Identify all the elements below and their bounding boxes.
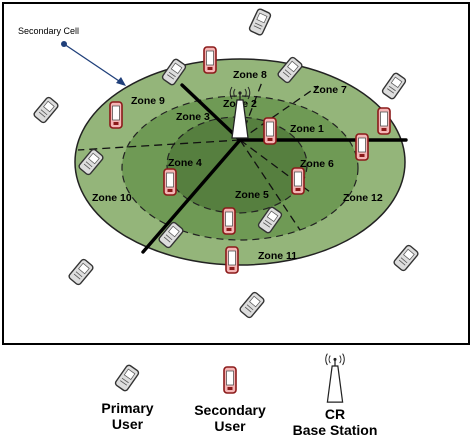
primary-user-icon [238, 290, 266, 320]
legend-primary-user: Primary User [80, 400, 175, 432]
primary-user-icon [392, 243, 420, 273]
legend-secondary-user-icon [223, 366, 237, 394]
secondary-user-icon [291, 167, 305, 195]
arrow-head [116, 77, 126, 86]
secondary-cell-label: Secondary Cell [18, 26, 79, 36]
zone-8-label: Zone 8 [233, 69, 267, 81]
secondary-user-icon [222, 207, 236, 235]
legend-primary-user-line2: User [111, 416, 144, 432]
secondary-user-icon [203, 46, 217, 74]
zone-4-label: Zone 4 [168, 157, 202, 169]
secondary-user-icon [355, 133, 369, 161]
legend-secondary-user: Secondary User [180, 402, 280, 434]
zone-12-label: Zone 12 [343, 192, 383, 204]
primary-user-icon [380, 71, 408, 101]
secondary-user-icon [225, 246, 239, 274]
pointer-arrow [63, 43, 123, 84]
secondary-user-icon [377, 107, 391, 135]
legend-primary-user-icon [113, 363, 141, 393]
primary-user-icon [67, 257, 95, 287]
secondary-user-icon [263, 117, 277, 145]
legend-secondary-user-line2: User [214, 418, 246, 434]
secondary-user-icon [109, 101, 123, 129]
primary-user-icon [247, 7, 273, 37]
legend-base-station: CR Base Station [280, 406, 390, 438]
legend-base-station-icon [325, 353, 345, 403]
zone-9-label: Zone 9 [131, 95, 165, 107]
legend-primary-user-line1: Primary [101, 400, 154, 416]
secondary-user-icon [163, 168, 177, 196]
zone-6-label: Zone 6 [300, 158, 334, 170]
zone-7-label: Zone 7 [313, 84, 347, 96]
legend-base-station-line1: CR [324, 406, 346, 422]
legend-secondary-user-line1: Secondary [194, 402, 266, 418]
zone-10-label: Zone 10 [92, 192, 132, 204]
zone-11-label: Zone 11 [258, 250, 297, 262]
legend-base-station-line2: Base Station [292, 422, 378, 438]
primary-user-icon [32, 95, 60, 125]
zone-5-label: Zone 5 [235, 189, 269, 201]
zone-3-label: Zone 3 [176, 111, 210, 123]
zone-1-label: Zone 1 [290, 123, 324, 135]
